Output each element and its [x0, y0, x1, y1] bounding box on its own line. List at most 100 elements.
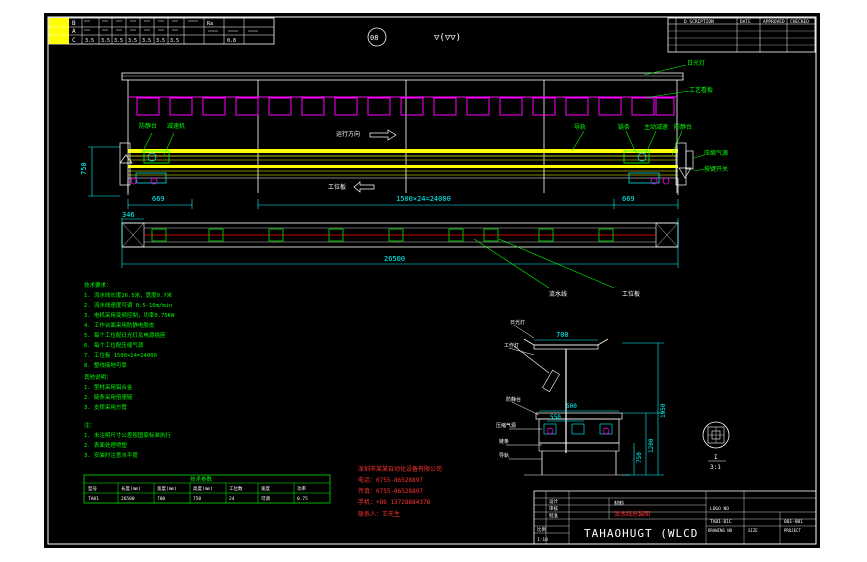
svg-text:工位数: 工位数	[229, 485, 243, 492]
svg-text:7. 工位板 1500×24=24000: 7. 工位板 1500×24=24000	[84, 351, 157, 359]
detail-view	[702, 421, 730, 449]
company-fax: 传真：0755-86528897	[358, 487, 423, 495]
svg-text:3.5: 3.5	[156, 38, 165, 44]
front-elevation: 运行方向 工位板	[119, 72, 694, 195]
dim-side-lower: 550	[550, 414, 561, 421]
callout-guide-rail: 导轨	[574, 123, 586, 131]
svg-text:3.5: 3.5	[128, 38, 137, 44]
tb-drawing-label: DRAWING NO	[708, 528, 733, 533]
svg-text:TA01: TA01	[88, 496, 99, 502]
tb-sheet: 001-001	[784, 519, 803, 525]
tb-scale-label: 比例	[537, 526, 546, 533]
plan-view	[121, 218, 679, 268]
tb-drawn: 设计	[549, 498, 558, 505]
drawing-border	[47, 16, 817, 545]
svg-text:可调: 可调	[261, 495, 270, 502]
svg-text:高度(mm): 高度(mm)	[193, 485, 213, 492]
drawing-canvas: B A C 3.5 3.5 3.5 3.5 3.5 3.5 3.5 Ra 0.8…	[44, 13, 820, 548]
svg-text:1. 未注明尺寸公差按国家标准执行: 1. 未注明尺寸公差按国家标准执行	[84, 431, 171, 439]
svg-text:3.5: 3.5	[170, 38, 179, 44]
detail-scale: 3:1	[710, 464, 721, 471]
svg-text:0.75: 0.75	[297, 496, 308, 502]
roughness-symbol: ▽(▽▽)	[434, 33, 461, 43]
company-info: 深圳市某某自动化设备有限公司 电话：0755-86528897 传真：0755-…	[358, 465, 442, 518]
callout-switch: 按键开关	[704, 165, 728, 173]
callout-process-board: 工艺看板	[689, 86, 713, 94]
dim-side-h1: 750	[636, 452, 643, 463]
svg-text:Ra: Ra	[207, 21, 213, 27]
dim-width-small: 346	[122, 211, 135, 219]
side-label-work-lamp: 工作灯	[504, 342, 519, 349]
side-label-station: 防静台	[506, 396, 521, 403]
tb-title-cn: 流水线总装图	[614, 510, 650, 518]
dim-end-right: 669	[622, 195, 635, 203]
dim-side-mid: 500	[566, 403, 577, 410]
section-circle	[367, 27, 387, 47]
company-mobile: 手机：+86 13728884378	[358, 498, 431, 506]
parameter-table: 技术参数 型号 长度(mm) 宽度(mm) 高度(mm) 工位数 速度 功率 T…	[83, 474, 331, 504]
dim-height-left: 750	[80, 162, 88, 175]
svg-text:2. 链条采用倍速链: 2. 链条采用倍速链	[84, 393, 133, 401]
company-name: 深圳市某某自动化设备有限公司	[358, 465, 442, 473]
callout-assembly-line: 流水线	[549, 290, 567, 298]
svg-text:0.8: 0.8	[227, 38, 236, 44]
svg-text:700: 700	[157, 496, 165, 502]
svg-text:750: 750	[193, 496, 201, 502]
top-left-table: B A C 3.5 3.5 3.5 3.5 3.5 3.5 3.5 Ra 0.8	[48, 17, 275, 45]
rev-header-approved: APPROVED	[763, 19, 785, 25]
callout-right-station: 防静台	[674, 123, 692, 131]
process-boards	[128, 96, 677, 116]
callout-air-source: 压缩气源	[704, 149, 728, 157]
side-view	[506, 324, 664, 476]
callout-sun-door: 日光灯	[687, 59, 705, 67]
dim-side-h3: 1950	[660, 403, 667, 418]
section-symbol: 08	[370, 34, 378, 42]
callout-chain: 链条	[618, 123, 630, 131]
top-row-label-a: A	[72, 28, 76, 35]
tb-sheet-label: LOGO NO	[710, 506, 729, 512]
company-tel: 电话：0755-86528897	[358, 476, 423, 484]
svg-text:3. 安装时注意水平度: 3. 安装时注意水平度	[84, 451, 138, 459]
front-dimensions	[88, 146, 679, 209]
callout-work-desk: 工位板	[622, 290, 640, 298]
svg-text:4. 工作台面采用防静电胶皮: 4. 工作台面采用防静电胶皮	[84, 321, 155, 329]
svg-text:3. 电机采用变频控制，功率0.75KW: 3. 电机采用变频控制，功率0.75KW	[84, 311, 175, 319]
rev-header-description: D SCRIPTION	[684, 19, 714, 25]
detail-label: I	[714, 454, 718, 461]
svg-text:2. 表面处理喷塑: 2. 表面处理喷塑	[84, 441, 127, 449]
svg-text:速度: 速度	[261, 485, 270, 492]
callout-right-motor: 主动减速	[644, 123, 668, 131]
svg-text:3. 支撑采用方管: 3. 支撑采用方管	[84, 403, 127, 411]
technical-notes: 技术要求： 1. 流水线长度26.5米，宽度0.7米 2. 流水线速度可调 0.…	[84, 281, 175, 459]
rev-header-date: DATE	[740, 19, 751, 25]
tb-checked: 审核	[549, 505, 558, 512]
notes-heading: 技术要求：	[84, 281, 112, 289]
svg-text:6. 每个工位配压缩气源: 6. 每个工位配压缩气源	[84, 341, 144, 349]
svg-text:3.5: 3.5	[85, 38, 94, 44]
side-label-chain: 链条	[499, 438, 509, 445]
notes-sub-heading-2: 注：	[84, 421, 95, 429]
svg-text:2. 流水线速度可调 0.5-10m/min: 2. 流水线速度可调 0.5-10m/min	[84, 301, 172, 309]
svg-text:功率: 功率	[297, 485, 306, 492]
dim-side-width: 700	[556, 331, 569, 339]
svg-text:5. 每个工位配日光灯及电源插座: 5. 每个工位配日光灯及电源插座	[84, 331, 166, 339]
notes-sub-heading: 其他说明：	[84, 373, 112, 381]
return-arrow	[353, 181, 375, 193]
dim-total-length: 26500	[384, 255, 405, 263]
tb-approved: 批准	[549, 512, 558, 519]
flow-direction-label: 运行方向	[336, 130, 360, 138]
side-label-rail: 导轨	[499, 452, 509, 459]
tb-title-en: TAHAOHUGT (WLCD	[584, 527, 698, 540]
tb-drawing-no: TA01-01C	[710, 519, 732, 525]
cad-drawing: B A C 3.5 3.5 3.5 3.5 3.5 3.5 3.5 Ra 0.8…	[47, 16, 817, 545]
dim-side-h2: 1200	[648, 438, 655, 453]
svg-text:3.5: 3.5	[142, 38, 151, 44]
callout-anti-static-left: 防静台	[139, 122, 157, 130]
left-drive-unit	[119, 142, 170, 186]
svg-text:型号: 型号	[88, 485, 97, 492]
tb-scale: 1:10	[537, 537, 548, 543]
company-contact: 联系人：王先生	[358, 510, 400, 518]
callout-left-motor: 减速机	[167, 122, 185, 130]
svg-text:26500: 26500	[121, 496, 135, 502]
svg-text:1. 型材采用铝合金: 1. 型材采用铝合金	[84, 383, 133, 391]
